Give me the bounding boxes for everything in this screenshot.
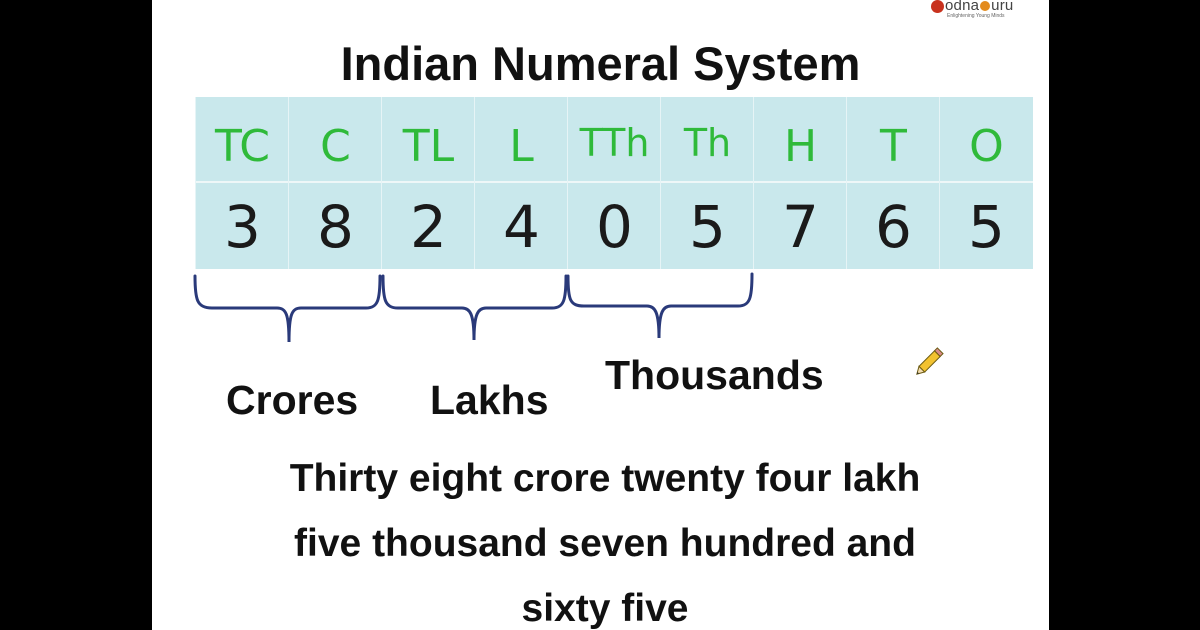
place-column: Th 5 (660, 97, 753, 269)
place-column: C 8 (288, 97, 381, 269)
place-header: T (880, 121, 907, 172)
number-in-words: Thirty eight crore twenty four lakh five… (192, 446, 1018, 630)
place-digit: 3 (224, 193, 261, 261)
place-header: TC (214, 121, 271, 172)
place-column: L 4 (474, 97, 567, 269)
place-digit: 5 (968, 193, 1005, 261)
place-column: H 7 (753, 97, 846, 269)
place-header: TL (402, 121, 455, 172)
pencil-icon[interactable] (914, 343, 948, 377)
place-header: Th (683, 121, 732, 165)
header-row (195, 97, 1033, 183)
sentence-line-1: Thirty eight crore twenty four lakh (289, 457, 921, 500)
thousands-bracket (566, 272, 754, 339)
place-header: O (969, 121, 1004, 172)
place-header: TTh (579, 121, 650, 165)
place-column: TL 2 (381, 97, 474, 269)
logo-text-part1: odna (945, 0, 980, 14)
group-brackets (193, 272, 754, 343)
crores-label: Crores (226, 377, 359, 423)
place-column: TC 3 (195, 97, 288, 269)
logo-tagline: Enlightening Young Minds (947, 13, 1005, 19)
place-header: L (509, 121, 534, 172)
place-digit: 4 (503, 193, 540, 261)
sentence-line-2: five thousand seven hundred and (294, 522, 916, 565)
place-digit: 6 (875, 193, 912, 261)
lakhs-label: Lakhs (430, 377, 549, 423)
page-title: Indian Numeral System (340, 37, 861, 90)
place-digit: 7 (782, 193, 819, 261)
place-digit: 0 (596, 193, 633, 261)
place-header: C (320, 121, 351, 172)
lakhs-bracket (381, 274, 568, 341)
place-digit: 5 (689, 193, 726, 261)
place-header: H (783, 121, 818, 172)
logo-text-part2: uru (991, 0, 1014, 14)
crores-bracket (193, 274, 382, 343)
thousands-label: Thousands (605, 352, 824, 398)
place-digit: 2 (410, 193, 447, 261)
place-column: T 6 (846, 97, 939, 269)
place-digit: 8 (317, 193, 354, 261)
place-value-table: TC 3 C 8 TL 2 L 4 TTh 0 Th 5 H 7 T 6 (195, 97, 1033, 269)
place-column: O 5 (939, 97, 1033, 269)
place-column: TTh 0 (567, 97, 660, 269)
sentence-line-3: sixty five (521, 587, 689, 630)
